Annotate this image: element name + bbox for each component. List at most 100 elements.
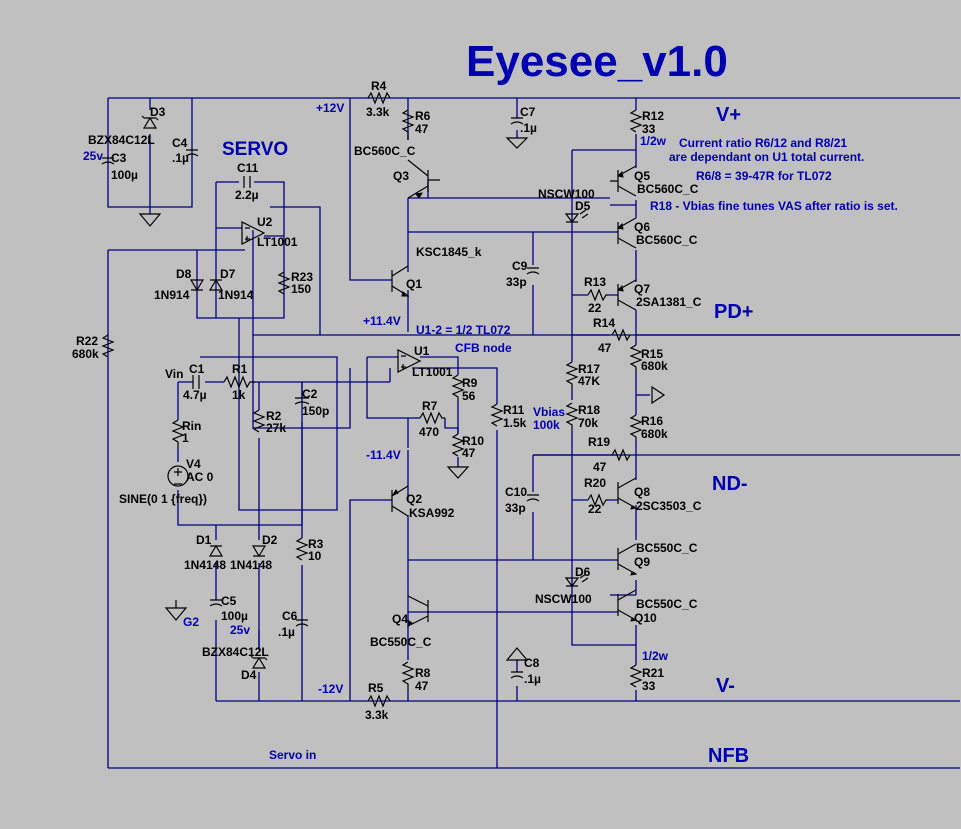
label-r19: R19	[588, 435, 610, 449]
value-r17: 47K	[578, 374, 600, 388]
note-line-3: R6/8 = 39-47R for TL072	[696, 169, 832, 183]
opamp-u1	[397, 349, 422, 373]
value-r9: 56	[462, 389, 476, 403]
label-c11: C11	[237, 161, 259, 175]
label-c3: C3	[111, 151, 127, 165]
value-d1: 1N4148	[184, 558, 226, 572]
label-c4: C4	[172, 136, 188, 150]
resistor-r15	[629, 344, 643, 372]
net-nd: ND-	[712, 473, 748, 495]
label-r4: R4	[371, 79, 387, 93]
opamp-u2	[241, 221, 266, 245]
label-r7: R7	[422, 399, 438, 413]
value-c10: 33p	[505, 501, 526, 515]
value-c8: .1µ	[524, 672, 541, 686]
g2-label: G2	[183, 615, 199, 629]
transistor-q5	[610, 165, 637, 197]
resistor-r18	[565, 402, 579, 430]
label-d7: D7	[220, 267, 236, 281]
value-r2: 27k	[266, 421, 286, 435]
voltage-c3: 25v	[83, 149, 103, 163]
rail-neg12: -12V	[318, 682, 343, 696]
ground-symbol	[138, 213, 162, 227]
led-d6	[564, 573, 589, 587]
labels: Eyesee_v1.0 SERVO +12V -12V +11.4V -11.4…	[72, 37, 898, 767]
capacitor-c9	[526, 267, 540, 275]
capacitor-c5	[209, 599, 223, 607]
rating-r12: 1/2w	[640, 134, 667, 148]
value-r6: 47	[415, 122, 429, 136]
diode-d8	[189, 279, 205, 292]
diode-d7	[208, 278, 224, 291]
ground-symbol	[446, 466, 470, 479]
resistor-r7	[419, 411, 445, 425]
resistor-r4	[367, 91, 391, 105]
value-q8: 2SC3503_C	[636, 499, 702, 513]
resistor-r6	[401, 109, 415, 140]
value-r18: 70k	[578, 416, 598, 430]
rail-neg114: -11.4V	[366, 448, 401, 462]
label-r14: R14	[593, 316, 615, 330]
label-q9: Q9	[634, 555, 650, 569]
resistor-r13	[587, 288, 608, 302]
wires	[107, 97, 960, 769]
ground-symbol	[651, 385, 666, 405]
transistor-q4	[407, 595, 429, 628]
value-u2: LT1001	[257, 235, 298, 249]
transistor-q1	[391, 265, 410, 297]
vin-label: Vin	[165, 367, 183, 381]
voltage-c5: 25v	[230, 623, 250, 637]
resistor-r8	[401, 661, 415, 690]
label-d2: D2	[262, 533, 278, 547]
label-r11: R11	[503, 403, 525, 417]
note-line-1: Current ratio R6/12 and R8/21	[679, 136, 847, 150]
resistor-r9	[451, 374, 465, 402]
label-r23: R23	[291, 270, 313, 284]
label-r2: R2	[266, 409, 282, 423]
resistor-r11	[490, 403, 504, 427]
resistor-r17	[565, 361, 579, 390]
capacitor-c3	[101, 157, 115, 165]
label-d8: D8	[176, 267, 192, 281]
resistor-r22	[101, 334, 115, 358]
label-u2: U2	[257, 215, 273, 229]
net-pd: PD+	[714, 301, 753, 323]
value-r19: 47	[593, 460, 607, 474]
resistor-r23	[277, 271, 291, 295]
value-q7: 2SA1381_C	[636, 295, 702, 309]
resistor-r19	[611, 448, 631, 462]
rating-r21: 1/2w	[642, 649, 669, 663]
label-c5: C5	[221, 594, 237, 608]
vbias-label: Vbias	[533, 405, 565, 419]
transistor-q3	[407, 159, 440, 199]
label-r9: R9	[462, 376, 478, 390]
value-rin: 1	[182, 431, 189, 445]
label-q2: Q2	[406, 492, 422, 506]
transistor-q8	[617, 477, 638, 510]
label-q10: Q10	[634, 611, 657, 625]
value-v4: AC 0	[186, 470, 214, 484]
label-c1: C1	[189, 362, 205, 376]
label-r22: R22	[76, 334, 98, 348]
value-r1: 1k	[232, 388, 246, 402]
resistor-r5	[367, 694, 391, 708]
resistor-r2	[252, 409, 266, 433]
label-d1: D1	[196, 533, 212, 547]
label-r5: R5	[368, 681, 384, 695]
capacitor-c2	[294, 397, 310, 405]
value-c3: 100µ	[111, 168, 138, 182]
value-c2: 150p	[302, 404, 329, 418]
value-r23: 150	[291, 282, 311, 296]
label-r17: R17	[578, 362, 600, 376]
diode-d3	[141, 115, 159, 129]
note-line-4: R18 - Vbias fine tunes VAS after ratio i…	[650, 199, 898, 213]
diode-d1	[208, 544, 224, 557]
label-r6: R6	[415, 109, 431, 123]
ground-symbol	[164, 600, 188, 621]
servo-label: SERVO	[222, 139, 288, 160]
value-r15: 680k	[641, 359, 668, 373]
label-c8: C8	[524, 656, 540, 670]
transistor-q10	[617, 589, 638, 622]
value-q1: KSC1845_k	[416, 245, 482, 259]
label-rin: Rin	[182, 419, 201, 433]
